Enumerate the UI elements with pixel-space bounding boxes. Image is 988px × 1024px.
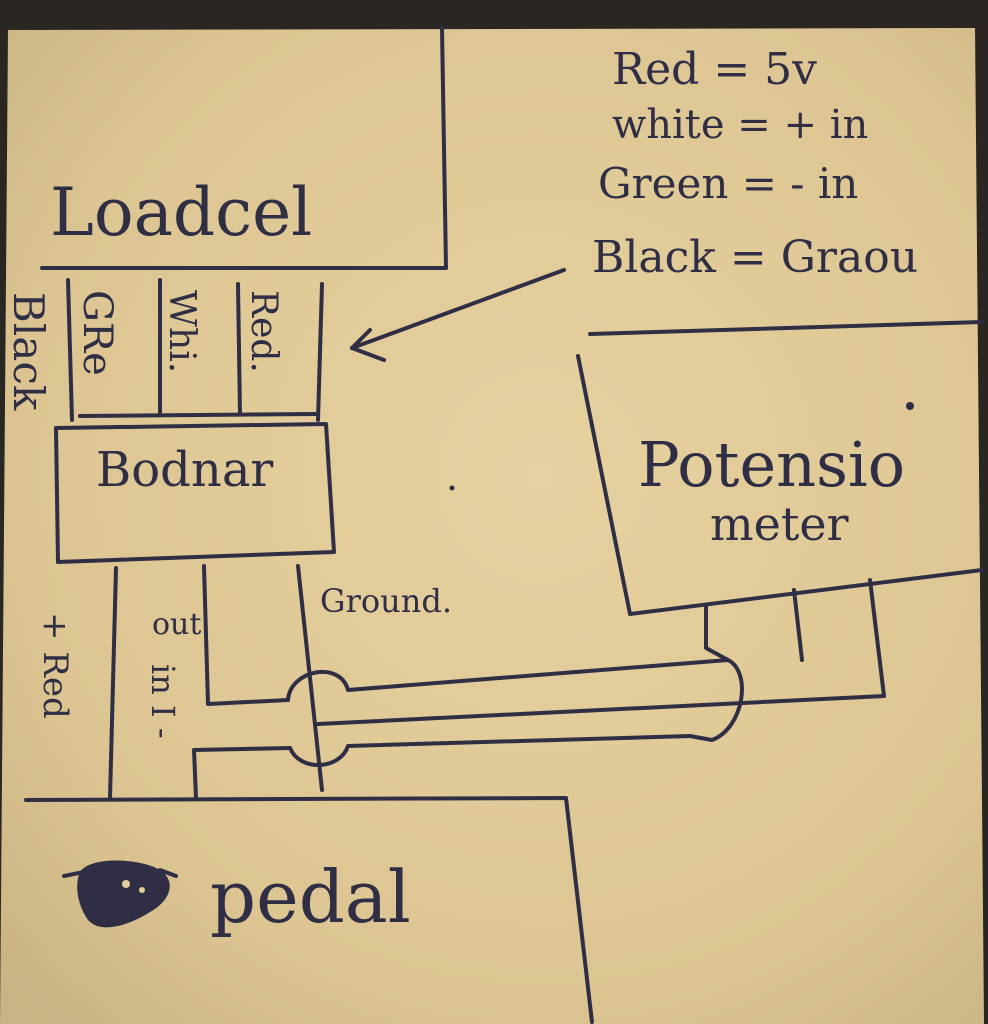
legend-arrow — [350, 268, 566, 362]
pedal-label: pedal — [210, 855, 411, 939]
wire-label-red-top: Red. — [243, 290, 284, 373]
bodnar-box: Bodnar — [54, 422, 336, 564]
wire-label-out: out — [152, 607, 201, 642]
legend-white: white = + in — [612, 102, 868, 148]
legend-green: Green = - in — [598, 159, 858, 208]
top-wire-strip: GRe Whi. Red. Black — [4, 278, 324, 422]
paper-note — [0, 28, 984, 1024]
legend-black: Black = Graou — [592, 232, 918, 283]
wire-label-ground: Ground. — [320, 582, 452, 620]
pedal-box: pedal — [24, 796, 594, 1024]
wire-label-black-side: Black — [4, 292, 53, 411]
bottom-wire-strip: + Red out in I - Ground. — [35, 564, 452, 800]
ink-dot — [906, 402, 914, 410]
ink-dot — [449, 485, 455, 491]
wire-label-white-top: Whi. — [161, 290, 202, 373]
wire-color-legend: Red = 5v white = + in Green = - in Black… — [592, 44, 918, 283]
wire-label-green-top: GRe — [74, 290, 120, 376]
legend-red: Red = 5v — [612, 44, 817, 95]
bodnar-label: Bodnar — [96, 442, 273, 498]
loadcell-label: Loadcel — [50, 174, 312, 251]
wire-label-in: in I - — [144, 664, 182, 739]
potentiometer-label-line1: Potensio — [638, 428, 905, 501]
potentiometer-box: Potensio meter — [576, 320, 984, 698]
pedal-scribble-icon — [62, 860, 178, 928]
potentiometer-connection-wires — [286, 658, 886, 767]
loadcell-box: Loadcel — [40, 26, 448, 270]
wire-label-red-bottom: + Red — [35, 612, 75, 719]
potentiometer-label-line2: meter — [710, 497, 849, 551]
